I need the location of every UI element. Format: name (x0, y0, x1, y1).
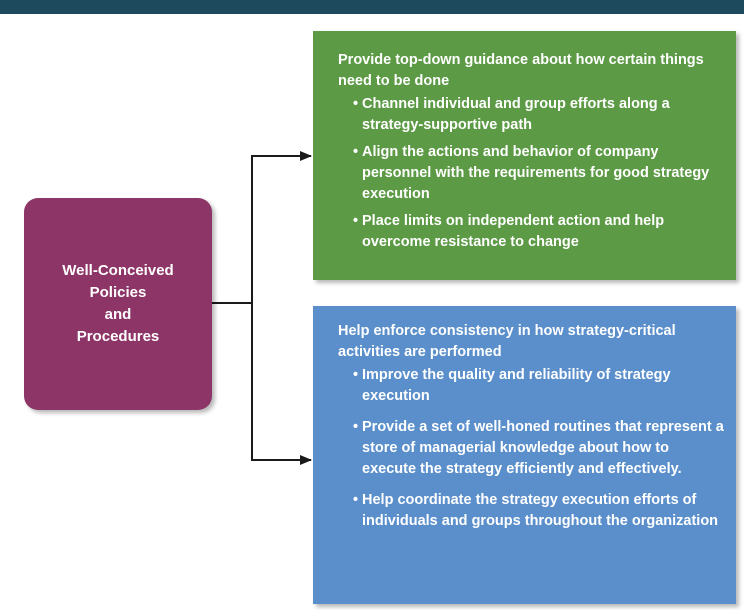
list-item: •Place limits on independent action and … (338, 211, 726, 253)
list-item: •Provide a set of well-honed routines th… (338, 417, 726, 480)
bullet-icon: • (353, 96, 359, 112)
bullet-icon: • (353, 213, 359, 229)
bullet-text: Align the actions and behavior of compan… (362, 144, 710, 202)
guidance-box: Provide top-down guidance about how cert… (313, 31, 736, 280)
bullet-icon: • (353, 492, 359, 508)
source-line: Well-Conceived (62, 262, 174, 279)
consistency-heading: Help enforce consistency in how strategy… (338, 323, 676, 360)
bullet-icon: • (353, 367, 359, 383)
bullet-text: Provide a set of well-honed routines tha… (362, 419, 724, 477)
guidance-bullet-list: •Channel individual and group efforts al… (338, 94, 726, 253)
consistency-bullet-list: •Improve the quality and reliability of … (338, 365, 726, 532)
consistency-box: Help enforce consistency in how strategy… (313, 306, 736, 604)
bullet-text: Channel individual and group efforts alo… (362, 96, 670, 133)
bullet-text: Help coordinate the strategy execution e… (362, 492, 719, 529)
list-item: •Channel individual and group efforts al… (338, 94, 726, 136)
list-item: •Help coordinate the strategy execution … (338, 490, 726, 532)
bullet-icon: • (353, 419, 359, 435)
list-item: •Align the actions and behavior of compa… (338, 142, 726, 205)
bullet-text: Improve the quality and reliability of s… (362, 367, 671, 404)
list-item: •Improve the quality and reliability of … (338, 365, 726, 407)
source-line: and (104, 306, 132, 323)
source-line: Policies (89, 284, 147, 301)
bullet-icon: • (353, 144, 359, 160)
top-bar (0, 0, 744, 14)
guidance-heading: Provide top-down guidance about how cert… (338, 52, 704, 89)
policies-procedures-box: Well-Conceived Policies and Procedures (24, 198, 212, 410)
source-line: Procedures (76, 328, 160, 345)
bullet-text: Place limits on independent action and h… (362, 213, 665, 250)
